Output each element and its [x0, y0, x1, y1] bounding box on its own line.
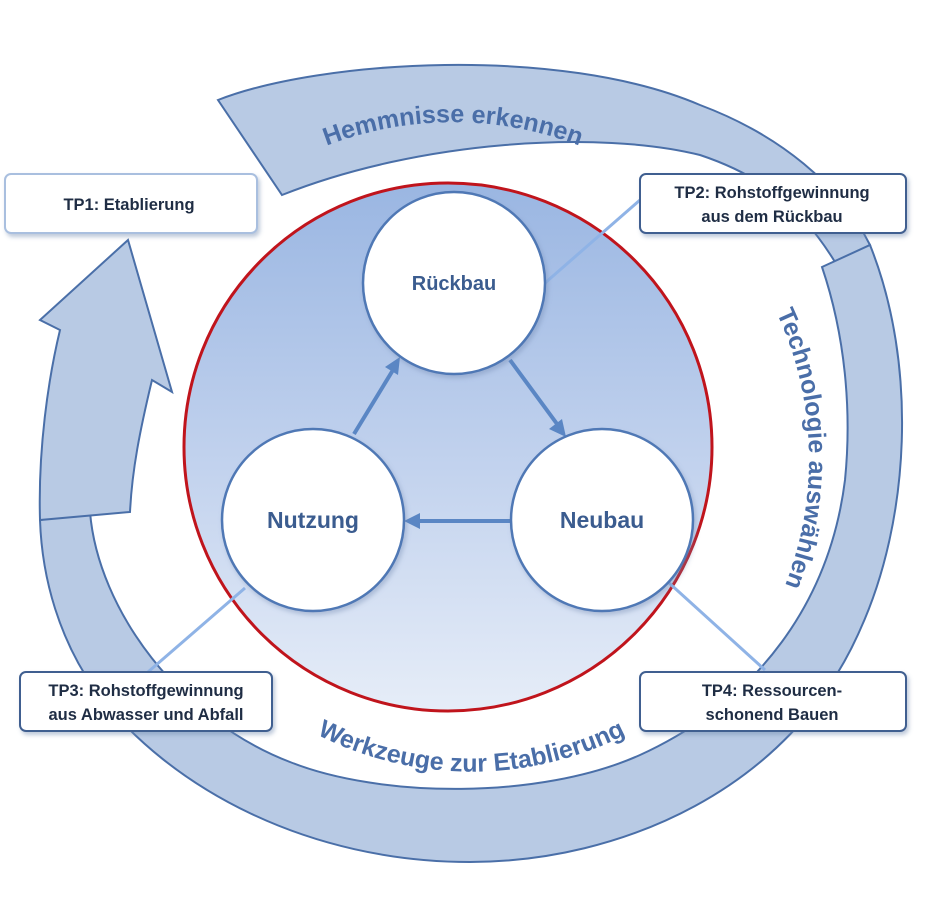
ring-segment-arrow — [38, 238, 174, 522]
node-label-neubau: Neubau — [560, 507, 644, 533]
node-arrows — [352, 357, 566, 529]
connector-lines — [147, 198, 767, 674]
box-tp3: TP3: Rohstoffgewinnung aus Abwasser und … — [19, 671, 273, 732]
box-tp2-line-1: TP2: Rohstoffgewinnung — [674, 184, 869, 202]
node-neubau: Neubau — [509, 427, 695, 613]
box-tp3-line-2: aus Abwasser und Abfall — [49, 706, 244, 724]
connector-tp4 — [666, 580, 767, 672]
cycle-ring — [38, 63, 903, 864]
arrow-head-rueckbau — [385, 357, 400, 375]
box-tp3-line-1: TP3: Rohstoffgewinnung — [48, 682, 243, 700]
arrow-head-nutzung — [404, 513, 420, 529]
box-tp4-line-1: TP4: Ressourcen- — [702, 682, 842, 700]
box-tp1-line-1: TP1: Etablierung — [63, 196, 194, 214]
box-tp2-line-2: aus dem Rückbau — [701, 208, 842, 226]
connector-tp3 — [147, 586, 246, 674]
ring-label-werkzeuge: Werkzeuge zur Etablierung — [314, 715, 628, 778]
arrow-rueckbau-to-neubau — [508, 358, 562, 430]
box-tp1: TP1: Etablierung — [4, 173, 258, 234]
box-tp4-line-2: schonend Bauen — [706, 706, 839, 724]
ring-label-technologie: Technologie auswählen — [771, 304, 831, 593]
arrow-nutzung-to-rueckbau — [352, 368, 395, 436]
connector-tp2 — [544, 198, 641, 285]
node-nutzung: Nutzung — [220, 427, 406, 613]
box-tp2: TP2: Rohstoffgewinnung aus dem Rückbau — [639, 173, 907, 234]
arrow-head-neubau — [549, 419, 566, 437]
node-label-nutzung: Nutzung — [267, 507, 359, 533]
box-tp4: TP4: Ressourcen- schonend Bauen — [639, 671, 907, 732]
node-rueckbau: Rückbau — [361, 190, 547, 376]
node-label-rueckbau: Rückbau — [412, 273, 496, 295]
